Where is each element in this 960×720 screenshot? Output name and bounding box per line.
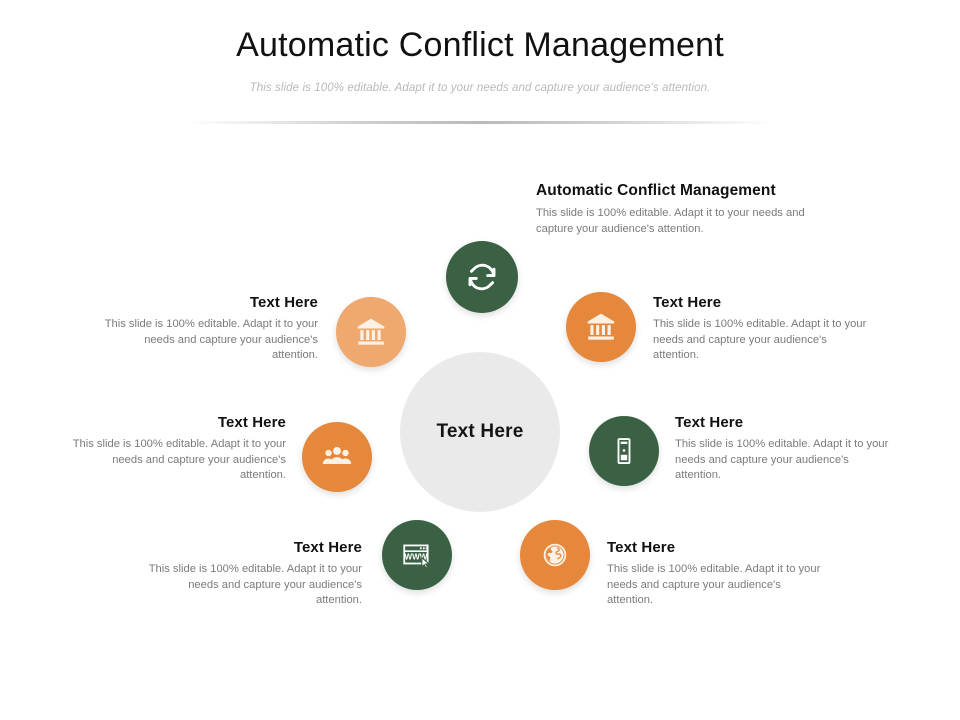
- center-hub-label: Text Here: [436, 421, 524, 442]
- node-heading-left-lower: Text Here: [293, 539, 362, 556]
- node-icon-right-upper[interactable]: [566, 292, 636, 362]
- node-icon-left-lower[interactable]: WWW: [382, 520, 452, 590]
- node-heading-right-upper: Text Here: [653, 294, 722, 311]
- node-text-left-middle: Text Here This slide is 100% editable. A…: [72, 414, 286, 484]
- circular-diagram: Text Here Automatic Conflict Management …: [0, 130, 960, 690]
- node-text-left-lower: Text Here This slide is 100% editable. A…: [148, 539, 362, 609]
- people-group-icon: [320, 440, 354, 474]
- sync-refresh-icon: [465, 260, 499, 294]
- node-text-right-middle: Text Here This slide is 100% editable. A…: [675, 414, 889, 484]
- page-subtitle: This slide is 100% editable. Adapt it to…: [249, 82, 711, 94]
- node-body-right-lower: This slide is 100% editable. Adapt it to…: [607, 563, 821, 606]
- node-body-left-upper: This slide is 100% editable. Adapt it to…: [104, 318, 318, 361]
- node-body-left-lower: This slide is 100% editable. Adapt it to…: [148, 563, 362, 606]
- node-icon-left-middle[interactable]: [302, 422, 372, 492]
- node-icon-main[interactable]: [446, 241, 518, 313]
- page-title: Automatic Conflict Management: [236, 26, 724, 64]
- node-heading-left-upper: Text Here: [249, 294, 318, 311]
- node-heading-right-lower: Text Here: [607, 539, 676, 556]
- node-body-right-middle: This slide is 100% editable. Adapt it to…: [675, 438, 889, 481]
- node-icon-left-upper[interactable]: [336, 297, 406, 367]
- center-hub[interactable]: Text Here: [400, 352, 560, 512]
- header-divider: [186, 121, 774, 124]
- globe-icon: [539, 539, 571, 571]
- www-browser-icon: WWW: [400, 538, 434, 572]
- node-text-main: Automatic Conflict Management This slide…: [536, 182, 836, 237]
- node-heading-left-middle: Text Here: [217, 414, 286, 431]
- node-icon-right-lower[interactable]: [520, 520, 590, 590]
- node-body-right-upper: This slide is 100% editable. Adapt it to…: [653, 318, 867, 361]
- node-text-left-upper: Text Here This slide is 100% editable. A…: [104, 294, 318, 364]
- node-body-left-middle: This slide is 100% editable. Adapt it to…: [72, 438, 286, 481]
- server-tower-icon: [609, 436, 639, 466]
- svg-text:WWW: WWW: [405, 553, 428, 562]
- node-heading-right-middle: Text Here: [675, 414, 744, 431]
- node-icon-right-middle[interactable]: [589, 416, 659, 486]
- node-text-right-lower: Text Here This slide is 100% editable. A…: [607, 539, 821, 609]
- bank-building-icon: [585, 311, 617, 343]
- node-heading-main: Automatic Conflict Management: [536, 182, 776, 199]
- node-body-main: This slide is 100% editable. Adapt it to…: [536, 207, 805, 235]
- node-text-right-upper: Text Here This slide is 100% editable. A…: [653, 294, 867, 364]
- slide-header: Automatic Conflict Management This slide…: [0, 0, 960, 130]
- bank-building-icon: [355, 316, 387, 348]
